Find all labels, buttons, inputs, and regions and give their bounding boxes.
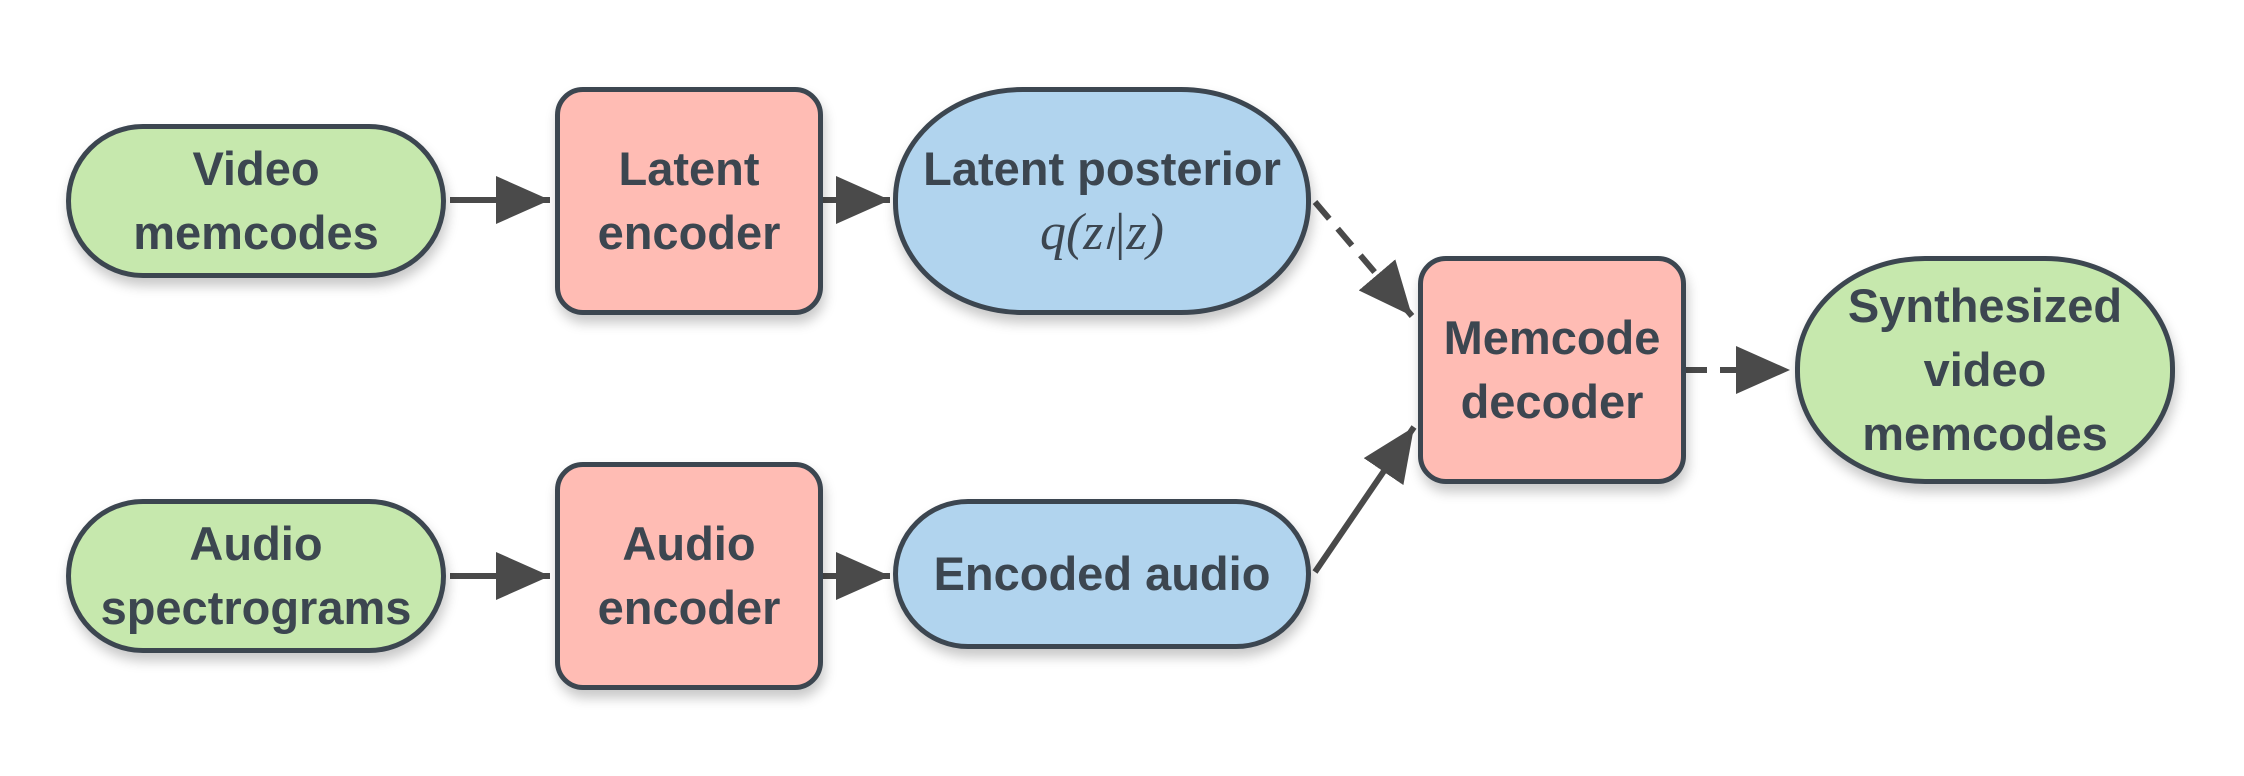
node-memcode-decoder-line-1: Memcode: [1443, 311, 1661, 364]
node-memcode-decoder: Memcode decoder: [1418, 256, 1686, 484]
node-latent-posterior-formula: q(zₗ|z): [1039, 204, 1165, 261]
node-synthesized-video-memcodes: Synthesized video memcodes: [1795, 256, 2175, 484]
node-video-memcodes-line-2: memcodes: [133, 206, 379, 259]
node-audio-encoder: Audio encoder: [555, 462, 823, 690]
arrow-latent-posterior-to-memcode-decoder: [1312, 200, 1415, 318]
node-memcode-decoder-line-2: decoder: [1460, 375, 1644, 428]
node-latent-posterior-line-1: Latent posterior: [923, 142, 1281, 195]
node-latent-encoder: Latent encoder: [555, 87, 823, 315]
node-audio-spectrograms-line-1: Audio: [189, 517, 323, 570]
node-encoded-audio-line-1: Encoded audio: [933, 547, 1271, 600]
node-audio-encoder-line-2: encoder: [597, 581, 781, 634]
node-audio-spectrograms-line-2: spectrograms: [100, 581, 412, 634]
node-audio-spectrograms: Audio spectrograms: [66, 499, 446, 653]
node-synthesized-video-memcodes-line-3: memcodes: [1862, 407, 2108, 460]
node-video-memcodes-line-1: Video: [192, 142, 320, 195]
arrow-encoded-audio-to-memcode-decoder: [1312, 425, 1417, 574]
node-synthesized-video-memcodes-line-2: video: [1923, 343, 2047, 396]
node-latent-encoder-line-2: encoder: [597, 206, 781, 259]
node-encoded-audio: Encoded audio: [893, 499, 1311, 649]
node-audio-encoder-line-1: Audio: [622, 517, 756, 570]
node-latent-posterior: Latent posterior q(zₗ|z): [893, 87, 1311, 315]
node-video-memcodes: Video memcodes: [66, 124, 446, 278]
node-latent-encoder-line-1: Latent: [618, 142, 760, 195]
node-synthesized-video-memcodes-line-1: Synthesized: [1847, 279, 2123, 332]
